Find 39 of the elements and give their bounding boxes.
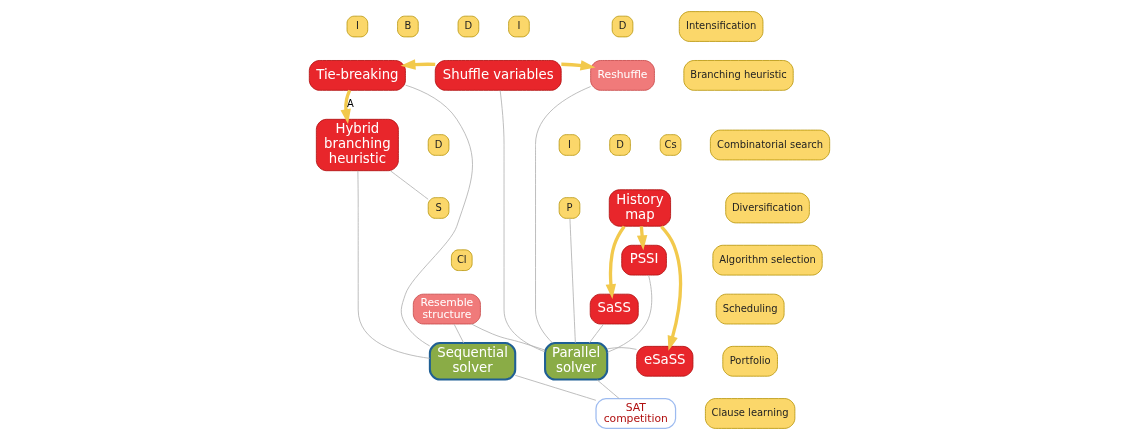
- connector: [569, 218, 576, 344]
- edge-label: A: [346, 98, 354, 110]
- connector: [453, 323, 465, 344]
- connector: [357, 170, 431, 359]
- node-box: eSaSS: [636, 345, 694, 377]
- arrow: [400, 59, 436, 70]
- node-box: Portfolio: [722, 345, 778, 377]
- node-box: Sequential solver: [428, 342, 517, 381]
- node-box: Shuffle variables: [434, 60, 562, 91]
- connector: [400, 84, 473, 347]
- node-box: Algorithm selection: [712, 244, 823, 276]
- connector: [471, 323, 546, 351]
- connector: [588, 323, 604, 344]
- node-box: SaSS: [589, 293, 639, 325]
- connector: [499, 90, 546, 353]
- connector: [596, 379, 620, 399]
- node-box: Branching heuristic: [683, 60, 794, 91]
- node-box: Clause learning: [704, 398, 796, 429]
- arrow: [605, 225, 626, 300]
- connector: [535, 86, 592, 344]
- node-box: Hybrid branching heuristic: [315, 118, 399, 172]
- arrow: [660, 225, 683, 351]
- node-box: Tie-breaking: [308, 60, 406, 91]
- connector: [514, 374, 597, 401]
- arrow: [561, 60, 596, 71]
- node-box: Diversification: [725, 192, 810, 224]
- arrow: [340, 89, 352, 125]
- node-box: Resemble structure: [412, 293, 481, 325]
- node-box: SAT competition: [595, 397, 677, 429]
- node-box: Combinatorial search: [709, 129, 831, 161]
- connector: [390, 170, 429, 200]
- node-box: Scheduling: [715, 293, 785, 325]
- node-box: History map: [608, 189, 671, 227]
- connector: [606, 274, 653, 353]
- node-box: Intensification: [678, 11, 764, 42]
- node-box: Reshuffle: [590, 60, 655, 91]
- connector: [606, 347, 637, 350]
- node-box: Parallel solver: [544, 342, 609, 381]
- node-box: PSSI: [621, 244, 667, 276]
